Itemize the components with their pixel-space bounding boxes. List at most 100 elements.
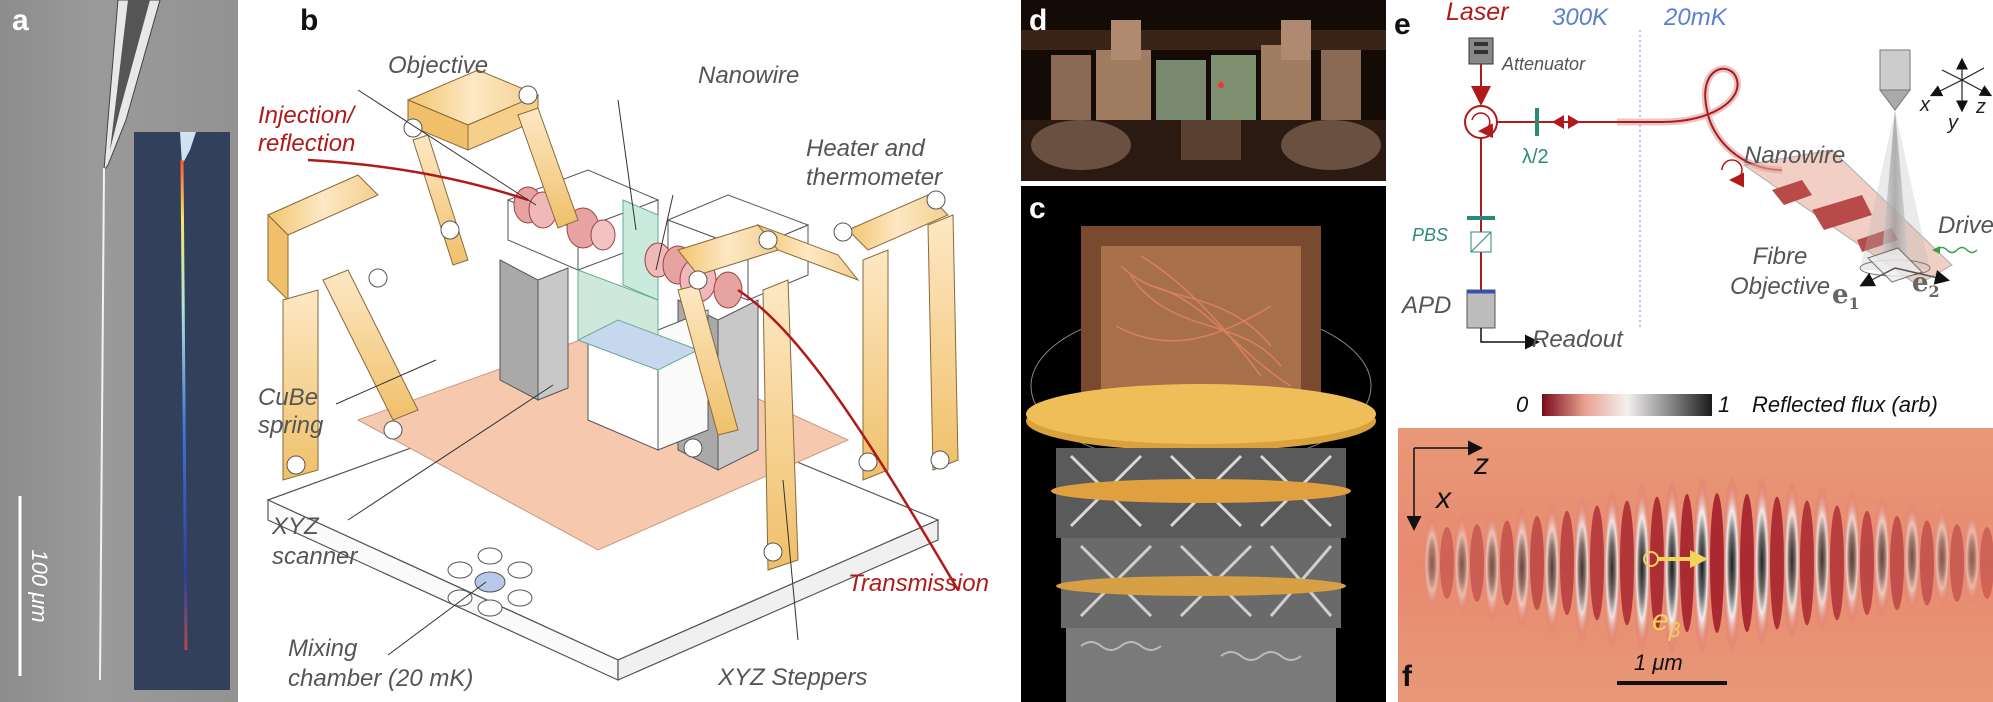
fringe-spot: [1603, 488, 1621, 650]
panel-d: d: [1021, 0, 1386, 181]
fringe-dark-band: [1530, 515, 1544, 611]
fringe-spot: [1483, 510, 1501, 623]
fringe-pattern: [1423, 475, 1993, 656]
label-nanowire: Nanowire: [698, 62, 800, 89]
fringe-dark-band: [1770, 496, 1784, 630]
label-readout: Readout: [1532, 326, 1623, 353]
label-cube-line1: CuBe: [258, 384, 319, 411]
label-nanowire-e: Nanowire: [1744, 142, 1846, 169]
axis-z-label-f: z: [1474, 448, 1489, 481]
label-heater-line2: thermometer: [806, 164, 943, 191]
mixing-chamber-ring: [447, 547, 533, 617]
panel-label-d: d: [1029, 4, 1048, 37]
cube-spring-left: [267, 174, 419, 481]
fringe-dark-band: [1860, 510, 1874, 616]
label-heater-line1: Heater and: [806, 135, 925, 162]
photo-c: [1021, 186, 1386, 702]
colorbar: [1542, 394, 1712, 416]
label-20mk: 20mK: [1664, 4, 1727, 31]
panel-c: c: [1021, 186, 1386, 702]
label-e1: e1: [1832, 280, 1860, 314]
optical-schematic: [1464, 30, 1993, 350]
colorbar-title: Reflected flux (arb): [1752, 392, 1938, 417]
panel-label-c: c: [1029, 192, 1046, 225]
fringe-spot: [1633, 482, 1651, 654]
fringe-spot: [1963, 511, 1981, 606]
fringe-dark-band: [1440, 527, 1454, 599]
setup-drawing: [266, 69, 960, 681]
label-cube-line2: spring: [258, 412, 324, 439]
cube-spring-top: [406, 69, 579, 266]
label-xyz-scanner-line2: scanner: [272, 543, 358, 570]
fringe-dark-band: [1560, 510, 1574, 616]
fringe-dark-band: [1470, 524, 1484, 602]
label-e2: e2: [1912, 268, 1940, 302]
photo-d: [1021, 0, 1386, 181]
label-transmission: Transmission: [848, 570, 989, 597]
fringe-dark-band: [1890, 515, 1904, 611]
xyz-axes-icon: [1929, 57, 1993, 113]
colorbar-max-label: 1: [1718, 392, 1731, 417]
screws: [286, 85, 950, 562]
label-300k: 300K: [1552, 4, 1609, 31]
fringe-spot: [1933, 506, 1951, 609]
panel-label-b: b: [300, 4, 319, 37]
fringe-dark-band: [1980, 527, 1993, 599]
fringe-spot: [1843, 490, 1861, 626]
fringe-dark-band: [1950, 524, 1964, 602]
scale-bar-label-f: 1 μm: [1634, 650, 1683, 675]
label-pbs: PBS: [1412, 225, 1449, 245]
label-objective: Objective: [388, 52, 489, 79]
panel-f: 0 1 Reflected flux (arb) z x eβ 1 μm f: [1392, 388, 1993, 702]
panel-e: e Laser 300K 20mK Attenuator λ/2 PBS APD…: [1392, 0, 1993, 385]
e-beta-label: eβ: [1652, 604, 1681, 642]
fringe-dark-band: [1590, 505, 1604, 621]
cube-spring-right: [677, 223, 860, 571]
fringe-dark-band: [1500, 520, 1514, 606]
label-injection-line1: Injection/: [258, 102, 355, 129]
panel-label-f: f: [1402, 660, 1412, 693]
fringe-spot: [1663, 478, 1681, 656]
fringe-dark-band: [1920, 520, 1934, 606]
label-axis-y-e: y: [1948, 112, 1958, 134]
label-apd: APD: [1402, 292, 1452, 319]
fringe-spot: [1903, 501, 1921, 613]
colorbar-min-label: 0: [1516, 392, 1529, 417]
panel-b: b Objective Nanowire Injection/ reflecti…: [238, 0, 1020, 702]
axis-x-label-f: x: [1436, 482, 1451, 515]
panel-a: 100 μm a: [0, 0, 238, 702]
fringe-spot: [1783, 479, 1801, 641]
sem-image: 100 μm: [0, 0, 238, 702]
fringe-spot: [1513, 506, 1531, 630]
fringe-spot: [1813, 484, 1831, 634]
label-fibre-objective: Fibre Objective: [1730, 242, 1830, 302]
label-xyz-scanner: XYZ scanner: [272, 512, 357, 572]
reflected-flux-map: [1398, 394, 1993, 702]
label-fibre-line2: Objective: [1730, 273, 1831, 300]
fringe-spot: [1723, 475, 1741, 653]
fringe-dark-band: [1830, 505, 1844, 621]
leader-lines: [335, 89, 799, 656]
panel-label-a: a: [12, 4, 29, 37]
fringe-dark-band: [1800, 500, 1814, 626]
fringe-spot: [1753, 476, 1771, 648]
label-axis-z-e: z: [1976, 96, 1986, 118]
label-injection: Injection/ reflection: [258, 102, 355, 158]
fringe-spot: [1543, 500, 1561, 637]
fringe-spot: [1873, 495, 1891, 619]
fringe-spot: [1693, 475, 1711, 656]
fringe-spot: [1423, 515, 1441, 611]
label-mixing-line1: Mixing: [288, 635, 358, 662]
label-drive: Drive: [1938, 212, 1993, 239]
fringe-dark-band: [1710, 493, 1724, 633]
fringe-dark-band: [1620, 500, 1634, 626]
label-cube-spring: CuBe spring: [258, 384, 323, 440]
cube-spring-far-right: [847, 194, 959, 481]
label-fibre-line1: Fibre: [1752, 243, 1808, 270]
label-mixing-chamber: Mixing chamber (20 mK): [288, 634, 473, 694]
panel-label-e: e: [1394, 8, 1411, 41]
label-mixing-line2: chamber (20 mK): [288, 665, 474, 692]
scale-bar-label-a: 100 μm: [27, 549, 52, 622]
label-xyz-scanner-line1: XYZ: [272, 513, 319, 540]
label-attenuator: Attenuator: [1502, 54, 1586, 74]
